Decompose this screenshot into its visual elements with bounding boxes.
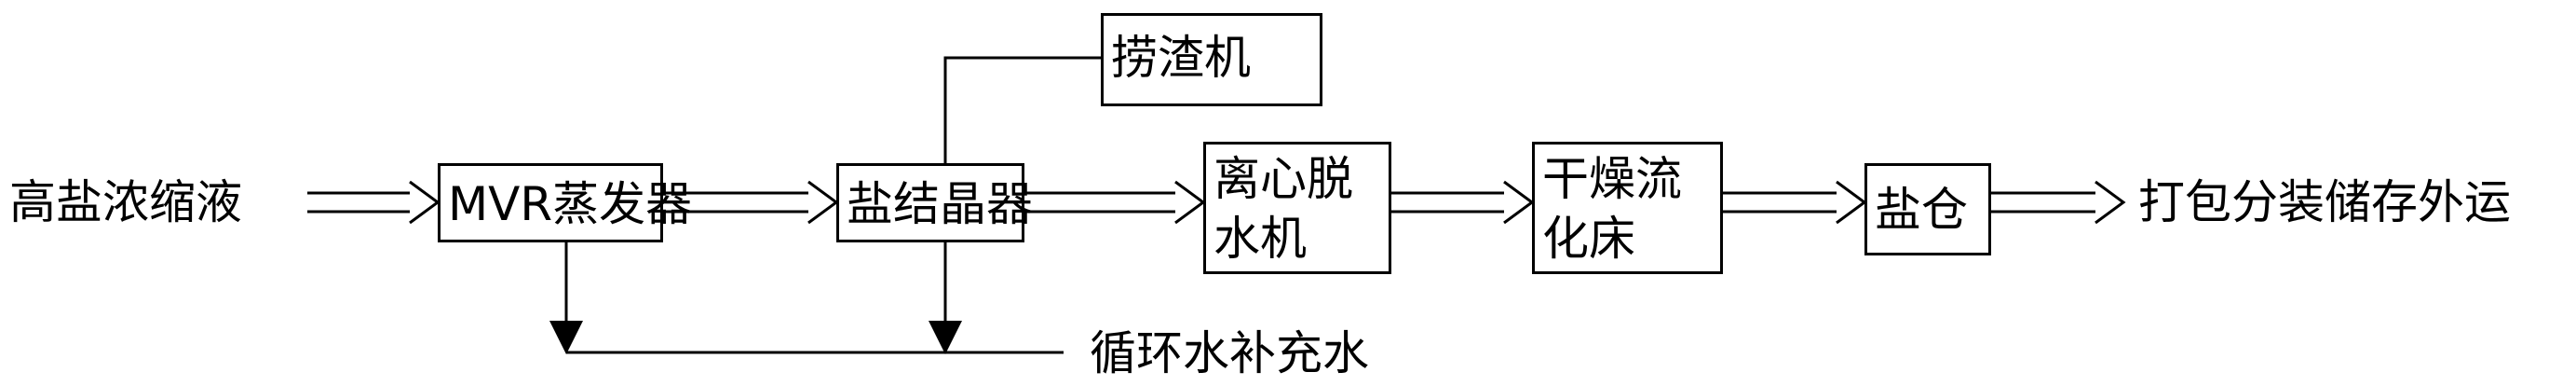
output-label: 打包分装储存外运 [2138, 175, 2511, 229]
centrifuge-box: 离心脱 水机 [1203, 142, 1391, 274]
water-label: 循环水补充水 [1090, 326, 1369, 380]
arrow-crystallizer-to-centrifuge [1024, 180, 1206, 225]
salt-crystallizer-box: 盐结晶器 [836, 163, 1033, 242]
dryer-label-line1: 干燥流 [1542, 152, 1682, 206]
skimmer-label: 捞渣机 [1111, 31, 1251, 85]
salt-silo-box: 盐仓 [1864, 163, 1991, 255]
input-label: 高盐浓缩液 [9, 175, 242, 229]
arrow-dryer-to-silo [1723, 180, 1867, 225]
arrow-input-to-mvr [307, 180, 441, 225]
mvr-evaporator-label: MVR蒸发器 [448, 177, 693, 231]
centrifuge-label-line1: 离心脱 [1213, 152, 1353, 206]
salt-crystallizer-label: 盐结晶器 [847, 177, 1033, 231]
mvr-evaporator-box: MVR蒸发器 [438, 163, 692, 242]
centrifuge-label-line2: 水机 [1213, 212, 1307, 266]
dryer-label-line2: 化床 [1542, 212, 1635, 266]
skimmer-box: 捞渣机 [1101, 13, 1322, 106]
arrow-silo-to-output [1991, 180, 2126, 225]
dryer-box: 干燥流 化床 [1532, 142, 1723, 274]
arrow-centrifuge-to-dryer [1391, 180, 1535, 225]
salt-silo-label: 盐仓 [1875, 183, 1968, 237]
connector-crystallizer-to-skimmer [943, 56, 1101, 163]
